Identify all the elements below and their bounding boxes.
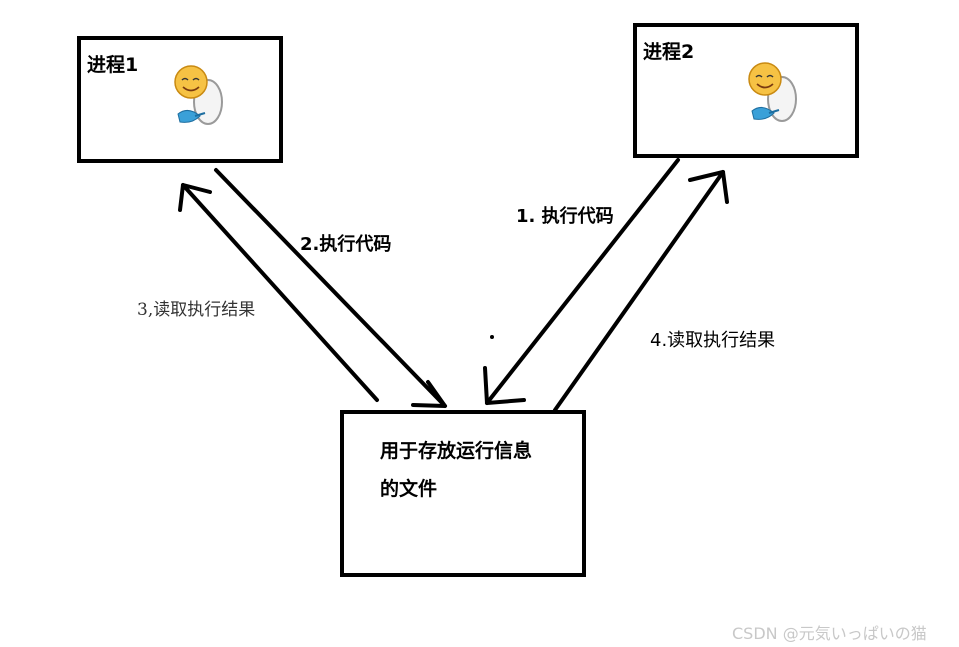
- label-file-to-p2: 4.读取执行结果: [650, 326, 775, 352]
- arrow-p1-to-file-head: [413, 382, 445, 406]
- arrow-p1-to-file: [216, 170, 445, 406]
- label-file-to-p1: 3,读取执行结果: [137, 295, 255, 320]
- arrow-file-to-p1: [183, 185, 377, 400]
- label-p2-to-file: 1. 执行代码: [516, 202, 614, 228]
- label-p1-to-file: 2.执行代码: [300, 230, 391, 256]
- stray-dot: [490, 335, 494, 339]
- watermark: CSDN @元気いっぱいの猫: [732, 620, 927, 644]
- arrow-p2-to-file: [487, 160, 678, 403]
